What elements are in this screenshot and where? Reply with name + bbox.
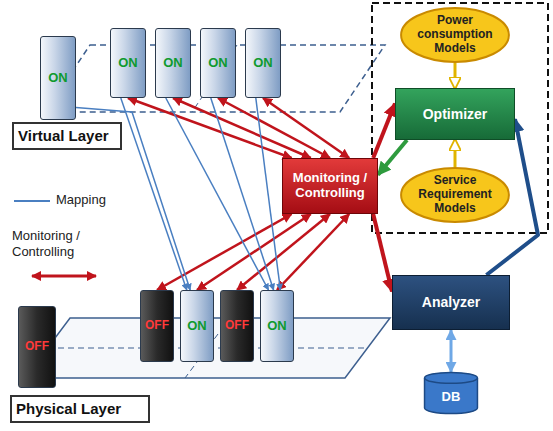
node-text: OFF — [223, 319, 251, 333]
monitor-box: Monitoring / Controlling — [282, 158, 378, 214]
node-text: ON — [183, 319, 211, 334]
connector — [166, 98, 269, 290]
model-ellipse: Service Requirement Models — [400, 167, 510, 223]
layer-label: Physical Layer — [10, 395, 150, 423]
node-text: ON — [263, 319, 291, 334]
node-text: Physical Layer — [16, 400, 144, 417]
layer-label: Virtual Layer — [12, 122, 122, 150]
connector — [197, 214, 311, 290]
node-text: Service Requirement Models — [410, 174, 500, 215]
node-text: ON — [158, 56, 188, 71]
legend-mapping-sample — [14, 200, 50, 202]
connector — [128, 98, 292, 158]
node-text: Optimizer — [400, 106, 510, 122]
connector — [237, 214, 330, 290]
physical-server: ON — [260, 290, 294, 362]
node-text: ON — [203, 56, 233, 71]
physical-server: OFF — [18, 306, 56, 388]
node-text: Virtual Layer — [18, 127, 116, 144]
connector — [277, 214, 349, 290]
node-text: ON — [113, 56, 143, 71]
virtual-server: ON — [155, 28, 191, 98]
model-ellipse: Power consumption Models — [400, 7, 510, 63]
physical-server: ON — [180, 290, 214, 362]
connector — [378, 140, 407, 175]
legend-monitor-sample — [32, 275, 96, 278]
node-text: Monitoring / Controlling — [287, 171, 373, 201]
connector — [121, 98, 187, 290]
node-text: ON — [43, 71, 73, 86]
connector — [450, 330, 453, 372]
node-text: Analyzer — [397, 294, 505, 310]
analyzer-box: Analyzer — [392, 275, 510, 330]
connector — [373, 104, 395, 158]
connector — [373, 214, 392, 292]
legend-text: Mapping — [56, 192, 146, 208]
node-text: Power consumption Models — [410, 14, 500, 55]
physical-server: OFF — [220, 290, 254, 362]
virtual-server: ON — [245, 28, 281, 98]
optimizer-group — [372, 3, 548, 233]
node-text: OFF — [143, 319, 171, 333]
node-text: DB — [428, 390, 474, 405]
connector — [454, 63, 457, 88]
connector — [263, 98, 349, 158]
connector — [454, 140, 457, 167]
virtual-server: ON — [40, 36, 76, 120]
physical-server: OFF — [140, 290, 174, 362]
legend-text: Monitoring / Controlling — [12, 228, 132, 259]
connector — [256, 98, 281, 290]
node-text: OFF — [21, 340, 53, 354]
database: DB — [424, 372, 478, 414]
virtual-server: ON — [110, 28, 146, 98]
connector — [211, 98, 274, 290]
virtual-server: ON — [200, 28, 236, 98]
node-text: ON — [248, 56, 278, 71]
optimizer-box: Optimizer — [395, 88, 515, 140]
